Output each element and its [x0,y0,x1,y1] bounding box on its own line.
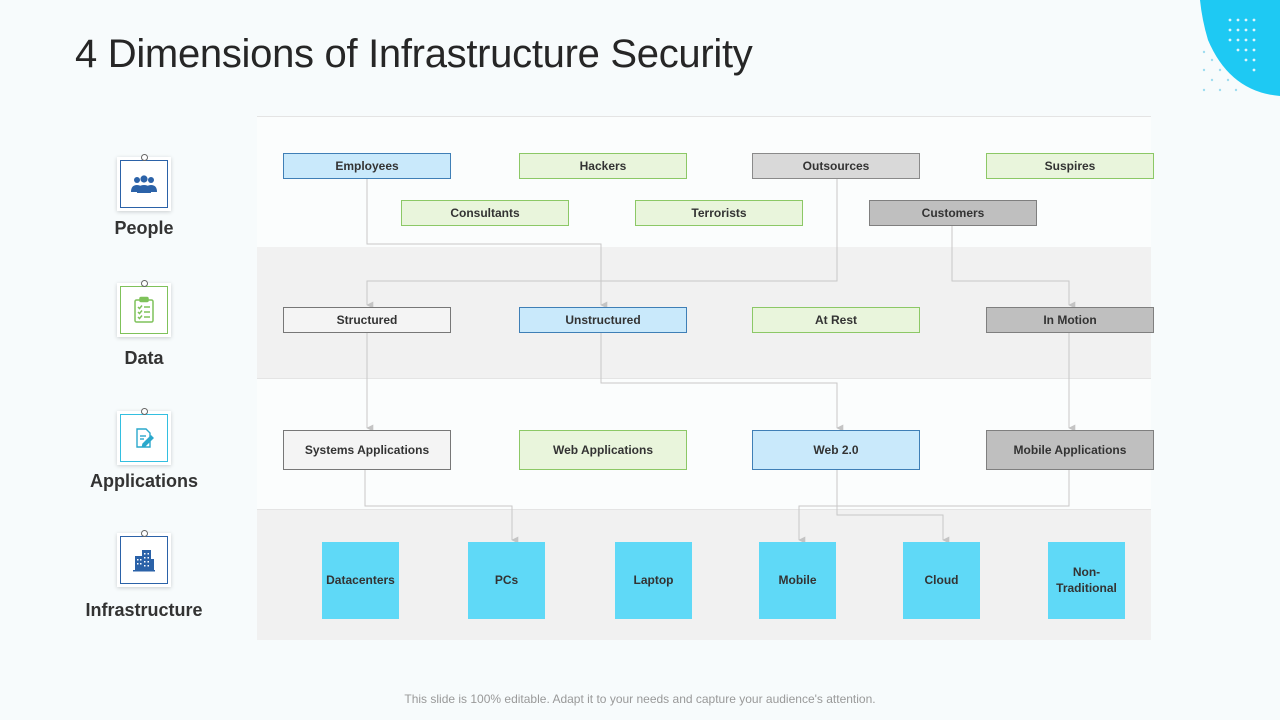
box-terrorists: Terrorists [635,200,803,226]
box-web-2-0: Web 2.0 [752,430,920,470]
box-structured: Structured [283,307,451,333]
people-icon-card [117,154,171,211]
box-consultants: Consultants [401,200,569,226]
box-web-applications: Web Applications [519,430,687,470]
dimension-label-data: Data [124,348,164,368]
clipboard-icon [134,296,154,323]
data-icon-card [117,280,171,337]
box-suspires: Suspires [986,153,1154,179]
document-edit-icon [136,428,154,448]
lane-divider [257,509,1151,510]
box-employees: Employees [283,153,451,179]
tile-pcs: PCs [468,542,545,619]
lane-infrastructure [257,509,1151,640]
tile-laptop: Laptop [615,542,692,619]
footer-note: This slide is 100% editable. Adapt it to… [404,692,876,706]
tile-non-traditional: Non- Traditional [1048,542,1125,619]
building-icon [133,550,155,572]
people-icon [131,175,157,193]
lane-divider [257,116,1151,117]
lane-divider [257,378,1151,379]
applications-icon-card [117,408,171,465]
dimension-label-applications: Applications [89,471,198,491]
box-in-motion: In Motion [986,307,1154,333]
box-systems-applications: Systems Applications [283,430,451,470]
box-at-rest: At Rest [752,307,920,333]
page-title: 4 Dimensions of Infrastructure Security [75,32,753,76]
box-outsources: Outsources [752,153,920,179]
infrastructure-icon-card [117,530,171,587]
dimension-label-infrastructure: Infrastructure [85,600,203,620]
box-customers: Customers [869,200,1037,226]
corner-decoration [1200,0,1280,96]
box-mobile-applications: Mobile Applications [986,430,1154,470]
tile-mobile: Mobile [759,542,836,619]
tile-datacenters: Datacenters [322,542,399,619]
box-hackers: Hackers [519,153,687,179]
tile-cloud: Cloud [903,542,980,619]
dimension-label-people: People [114,218,174,238]
box-unstructured: Unstructured [519,307,687,333]
